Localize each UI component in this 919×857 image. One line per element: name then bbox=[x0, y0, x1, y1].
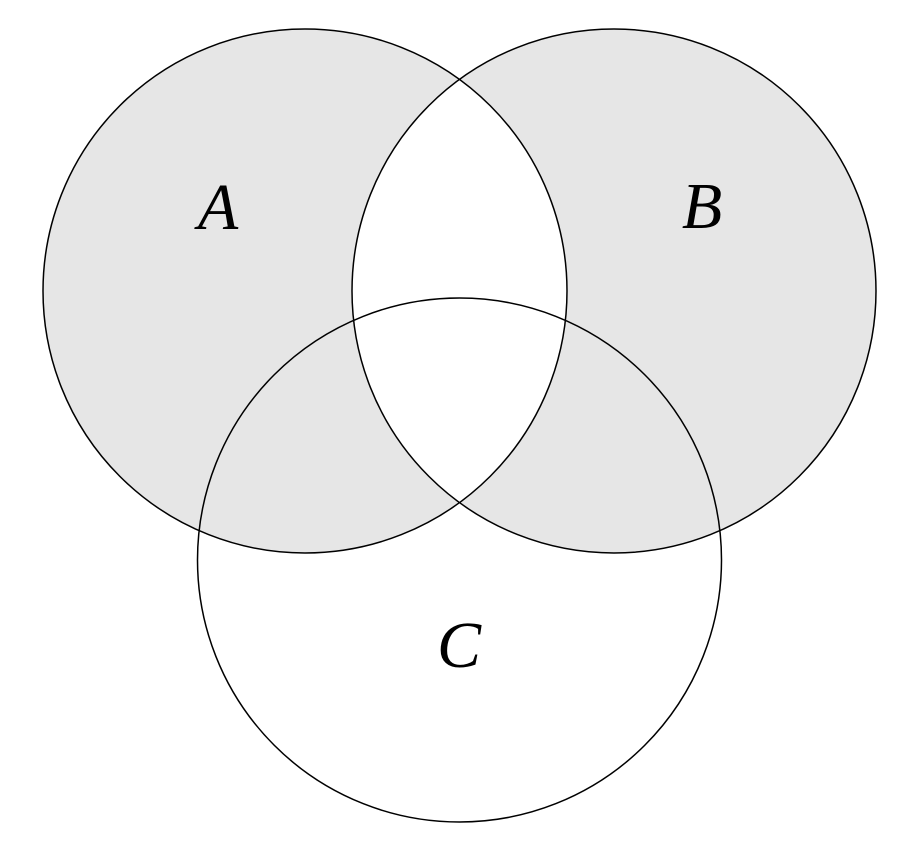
circle-b-outline bbox=[351, 28, 877, 554]
set-label-c: C bbox=[437, 609, 482, 682]
circle-c-outline bbox=[196, 297, 723, 823]
set-label-a: A bbox=[194, 171, 239, 244]
circle-a-outline bbox=[42, 28, 568, 554]
ab-intersection-unshaded-lens bbox=[351, 79, 568, 503]
set-label-b: B bbox=[682, 170, 722, 243]
